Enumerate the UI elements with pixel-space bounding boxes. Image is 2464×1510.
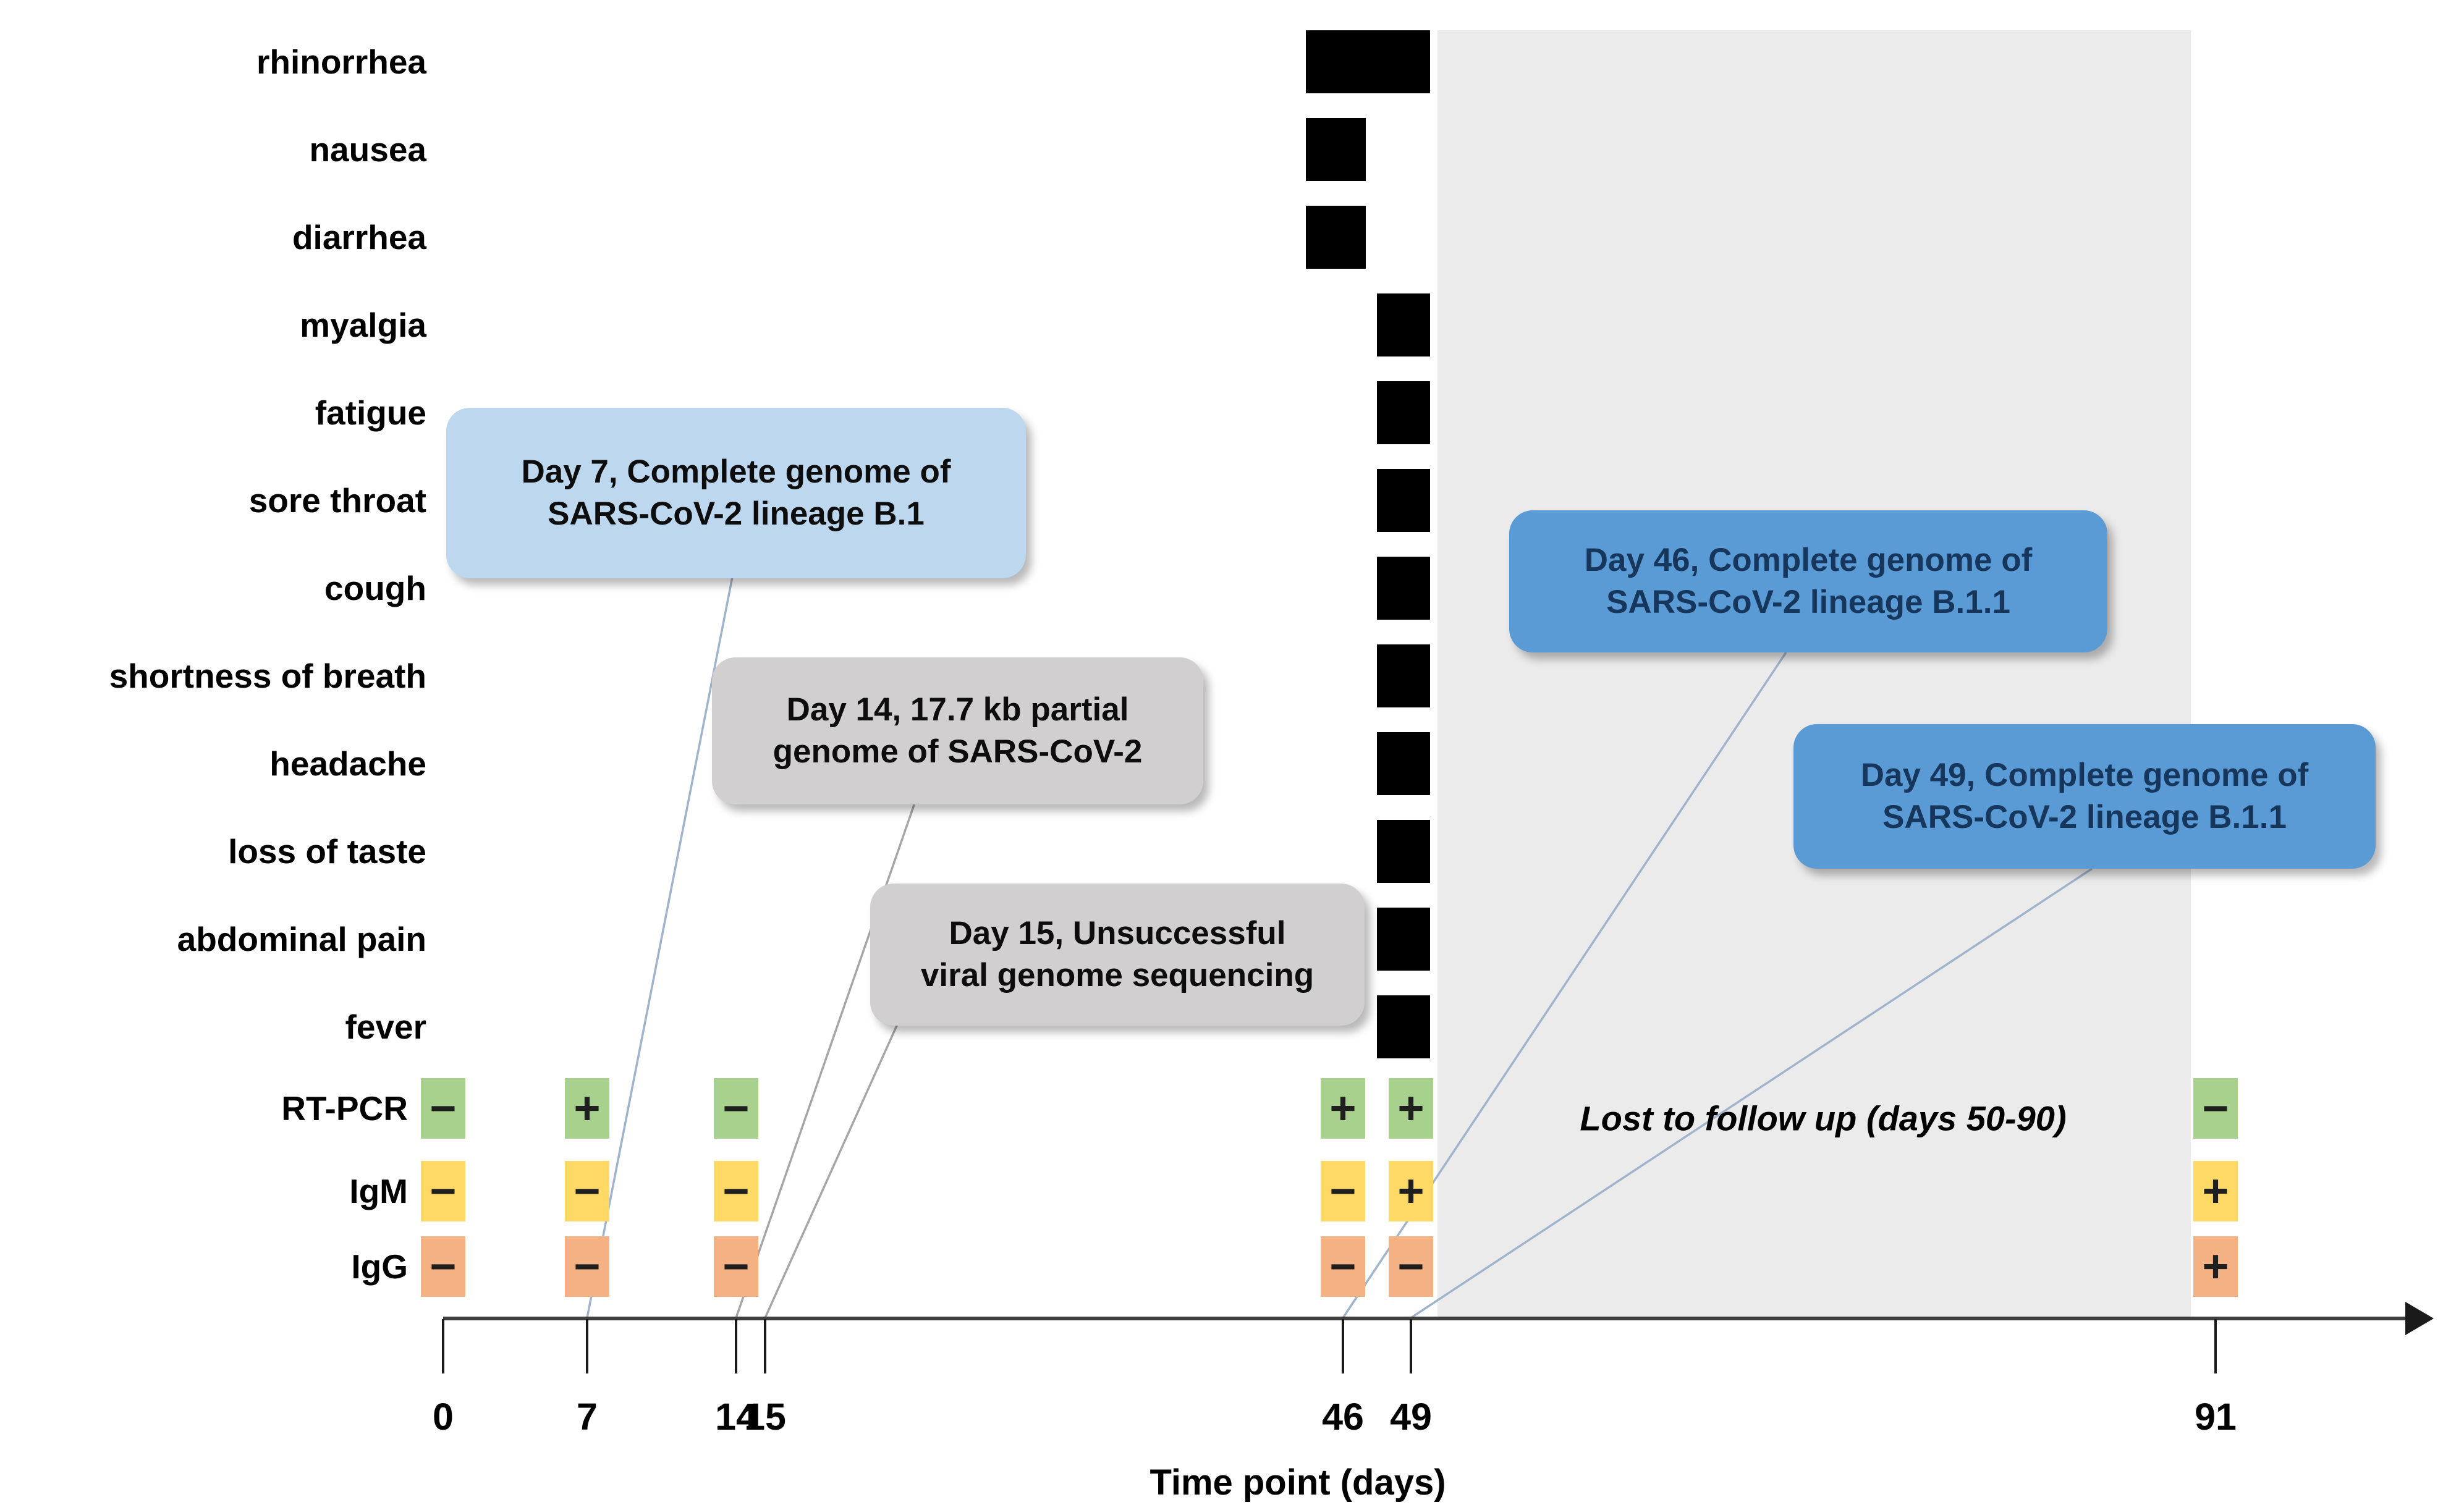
assay-result-square: + bbox=[1389, 1078, 1433, 1139]
callout-text-line2: SARS-CoV-2 lineage B.1.1 bbox=[1606, 584, 2010, 620]
x-axis-tick-label: 14 bbox=[715, 1396, 757, 1438]
symptom-bar bbox=[1377, 644, 1430, 707]
assay-result-square: + bbox=[2193, 1236, 2238, 1297]
x-axis-tick bbox=[735, 1319, 737, 1373]
x-axis-tick-label: 91 bbox=[2195, 1396, 2237, 1438]
x-axis-title: Time point (days) bbox=[1149, 1462, 1446, 1503]
lost-to-follow-up-region bbox=[1437, 30, 2191, 1318]
symptom-label: loss of taste bbox=[228, 832, 426, 871]
symptom-bar bbox=[1305, 206, 1366, 269]
symptom-label: rhinorrhea bbox=[256, 43, 426, 81]
symptom-label: headache bbox=[269, 744, 426, 783]
symptom-bar bbox=[1377, 557, 1430, 620]
callout-text-line1: Day 7, Complete genome of bbox=[521, 453, 951, 491]
symptom-label: diarrhea bbox=[292, 218, 426, 256]
x-axis-line bbox=[443, 1317, 2405, 1320]
assay-label: RT-PCR bbox=[281, 1089, 408, 1128]
assay-result-square: − bbox=[714, 1236, 758, 1297]
symptom-label: fatigue bbox=[315, 394, 426, 432]
assay-result-square: + bbox=[565, 1078, 609, 1139]
callout-leader-line bbox=[735, 803, 916, 1318]
x-axis-tick bbox=[586, 1319, 588, 1373]
symptom-label: cough bbox=[324, 569, 426, 607]
assay-result-square: − bbox=[565, 1161, 609, 1221]
callout-text-line1: Day 15, Unsuccessful bbox=[949, 915, 1286, 952]
x-axis-arrowhead bbox=[2405, 1302, 2434, 1335]
symptom-bar bbox=[1377, 381, 1430, 444]
x-axis-tick bbox=[1410, 1319, 1412, 1373]
callout-text-line1: Day 49, Complete genome of bbox=[1860, 757, 2309, 794]
x-axis-tick-label: 15 bbox=[744, 1396, 786, 1438]
callout-leader-line bbox=[586, 576, 734, 1318]
callout-leader-line bbox=[1410, 867, 2093, 1319]
assay-result-square: − bbox=[1389, 1236, 1433, 1297]
x-axis-tick bbox=[1342, 1319, 1344, 1373]
symptom-label: sore throat bbox=[248, 481, 426, 520]
lost-to-follow-up-label: Lost to follow up (days 50-90) bbox=[1580, 1099, 2067, 1138]
assay-result-square: + bbox=[2193, 1161, 2238, 1221]
symptom-bar bbox=[1377, 469, 1430, 532]
assay-result-square: − bbox=[421, 1078, 465, 1139]
callout-text-line2: viral genome sequencing bbox=[920, 957, 1315, 993]
symptom-label: myalgia bbox=[300, 306, 426, 344]
x-axis-tick-label: 46 bbox=[1322, 1396, 1364, 1438]
x-axis-tick bbox=[2214, 1319, 2217, 1373]
callout-text-line2: SARS-CoV-2 lineage B.1 bbox=[548, 496, 925, 532]
callout-text-line1: Day 46, Complete genome of bbox=[1584, 542, 2033, 579]
symptom-label: fever bbox=[345, 1008, 426, 1046]
x-axis-tick-label: 7 bbox=[577, 1396, 598, 1438]
assay-result-square: − bbox=[565, 1236, 609, 1297]
callout-day49: Day 49, Complete genome of SARS-CoV-2 lin… bbox=[1793, 724, 2376, 869]
x-axis-tick-label: 49 bbox=[1390, 1396, 1432, 1438]
symptom-bar bbox=[1377, 293, 1430, 356]
callout-day14: Day 14, 17.7 kb partial genome of SARS-Co… bbox=[712, 657, 1203, 804]
symptom-bar bbox=[1377, 995, 1430, 1058]
assay-result-square: − bbox=[714, 1078, 758, 1139]
symptom-label: abdominal pain bbox=[177, 920, 426, 958]
x-axis-tick-label: 0 bbox=[433, 1396, 454, 1438]
x-axis-tick bbox=[442, 1319, 444, 1373]
callout-text-line2: SARS-CoV-2 lineage B.1.1 bbox=[1882, 799, 2287, 835]
symptom-label: shortness of breath bbox=[109, 657, 426, 695]
assay-result-square: − bbox=[1321, 1236, 1365, 1297]
symptom-label: nausea bbox=[309, 130, 426, 169]
assay-result-square: + bbox=[1389, 1161, 1433, 1221]
assay-result-square: + bbox=[1321, 1078, 1365, 1139]
assay-result-square: − bbox=[714, 1161, 758, 1221]
callout-text-line1: Day 14, 17.7 kb partial bbox=[786, 691, 1129, 728]
x-axis-tick bbox=[764, 1319, 766, 1373]
assay-label: IgM bbox=[349, 1172, 408, 1210]
symptom-bar bbox=[1305, 118, 1366, 181]
callout-day46: Day 46, Complete genome of SARS-CoV-2 lin… bbox=[1509, 510, 2107, 652]
callout-day15: Day 15, Unsuccessful viral genome sequenc… bbox=[870, 884, 1365, 1026]
symptom-bar bbox=[1377, 908, 1430, 971]
assay-label: IgG bbox=[351, 1247, 408, 1286]
callout-day7: Day 7, Complete genome of SARS-CoV-2 line… bbox=[446, 408, 1026, 578]
assay-result-square: − bbox=[2193, 1078, 2238, 1139]
symptom-bar bbox=[1377, 732, 1430, 795]
symptom-bar bbox=[1377, 820, 1430, 883]
assay-result-square: − bbox=[421, 1161, 465, 1221]
assay-result-square: − bbox=[1321, 1161, 1365, 1221]
assay-result-square: − bbox=[421, 1236, 465, 1297]
callout-leader-line bbox=[764, 1024, 899, 1318]
symptom-bar bbox=[1305, 30, 1430, 93]
callout-text-line2: genome of SARS-CoV-2 bbox=[773, 733, 1143, 770]
